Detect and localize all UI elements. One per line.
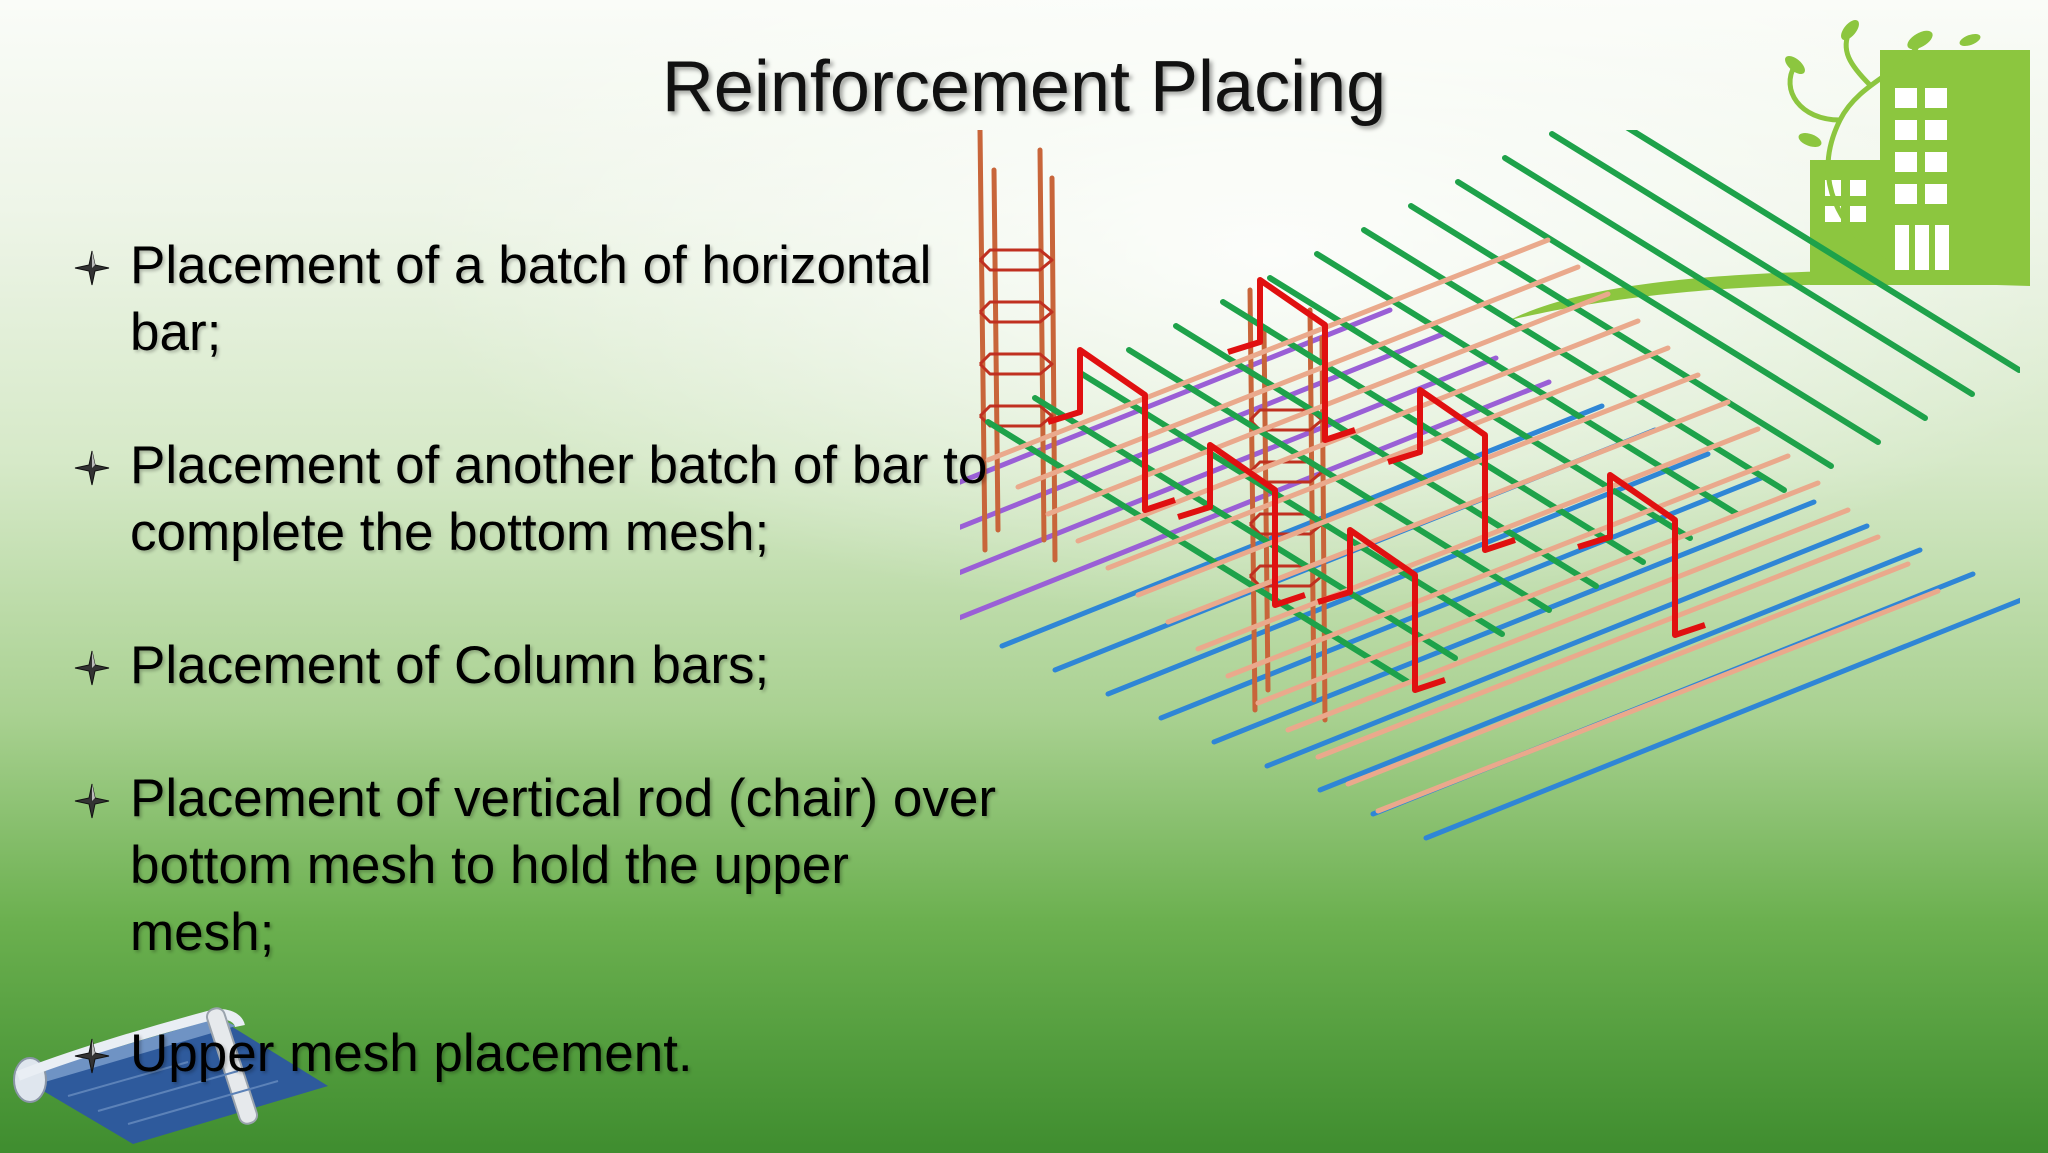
- upper-mesh-bar: [1502, 155, 1928, 421]
- bullet-text: Placement of a batch of horizontal bar;: [130, 236, 932, 362]
- bottom-mesh-bar: [999, 403, 1605, 649]
- bullet-diamond-icon: [74, 250, 110, 286]
- bullet-item: Placement of Column bars;: [70, 632, 1000, 699]
- upper-mesh-bar: [1455, 179, 1881, 445]
- column-bar: [1247, 287, 1258, 713]
- upper-mesh-cross-bar: [1105, 345, 1671, 571]
- building-logo-icon: [1510, 20, 2030, 320]
- bullet-list: Placement of a batch of horizontal bar; …: [70, 232, 1000, 1087]
- bottom-mesh-bar: [1317, 547, 1923, 793]
- upper-mesh-cross-bar: [1315, 534, 1881, 760]
- upper-mesh-bar: [1126, 347, 1552, 613]
- bullet-diamond-icon: [74, 650, 110, 686]
- upper-mesh-bar: [1314, 251, 1740, 517]
- slide-title: Reinforcement Placing: [661, 47, 1387, 127]
- upper-mesh-bar: [1079, 371, 1505, 637]
- chair-rod: [1387, 387, 1516, 553]
- column-stirrup: [978, 352, 1054, 376]
- chair-rod: [1177, 442, 1306, 608]
- bullet-diamond-icon: [74, 783, 110, 819]
- chair-rod: [1047, 347, 1176, 513]
- upper-mesh-bar: [985, 419, 1411, 685]
- upper-mesh-cross-bar: [1375, 588, 1941, 814]
- upper-mesh-bar: [1549, 131, 1975, 397]
- bullet-text: Placement of vertical rod (chair) over b…: [130, 769, 996, 962]
- bullet-diamond-icon: [74, 1038, 110, 1074]
- bottom-mesh-bar: [960, 379, 1552, 621]
- chair-rod: [1577, 472, 1706, 638]
- reinforcement-diagram: [960, 130, 2020, 841]
- column-bar: [977, 130, 988, 553]
- upper-mesh-cross-bar: [1165, 399, 1731, 625]
- blueprint-scroll-icon: [13, 1007, 328, 1144]
- bullet-diamond-icon: [74, 450, 110, 486]
- upper-mesh-cross-bar: [1285, 507, 1851, 733]
- chair-rod: [1317, 527, 1446, 693]
- bullet-item: Upper mesh placement.: [70, 1020, 1000, 1087]
- upper-mesh-bar: [1173, 323, 1599, 589]
- upper-mesh-cross-bar: [985, 237, 1551, 463]
- bottom-mesh-bar: [1423, 597, 2020, 841]
- upper-mesh-bar: [1625, 130, 2020, 373]
- upper-mesh-cross-bar: [1255, 480, 1821, 706]
- bullet-text: Placement of another batch of bar to com…: [130, 436, 988, 562]
- chair-rod: [1227, 277, 1356, 443]
- upper-mesh-bar: [1220, 299, 1646, 565]
- column-bar: [1049, 175, 1058, 563]
- bullet-item: Placement of another batch of bar to com…: [70, 432, 1000, 566]
- bullet-item: Placement of a batch of horizontal bar;: [70, 232, 1000, 366]
- upper-mesh-bar: [1408, 203, 1834, 469]
- column-bar: [1037, 147, 1047, 543]
- bottom-mesh-bar: [960, 355, 1499, 576]
- upper-mesh-cross-bar: [1225, 453, 1791, 679]
- column-bar: [1307, 307, 1317, 703]
- bullet-item: Placement of vertical rod (chair) over b…: [70, 765, 1000, 966]
- upper-mesh-cross-bar: [1195, 426, 1761, 652]
- column-bar: [991, 167, 1001, 533]
- column-stirrup: [978, 248, 1054, 272]
- upper-mesh-cross-bar: [1345, 561, 1911, 787]
- upper-mesh-cross-bar: [1135, 372, 1701, 598]
- column-stirrup: [978, 300, 1054, 324]
- bullet-text: Upper mesh placement.: [130, 1024, 693, 1083]
- upper-mesh-cross-bar: [1015, 264, 1581, 490]
- bullet-text: Placement of Column bars;: [130, 636, 770, 695]
- bottom-mesh-bar: [1264, 523, 1870, 769]
